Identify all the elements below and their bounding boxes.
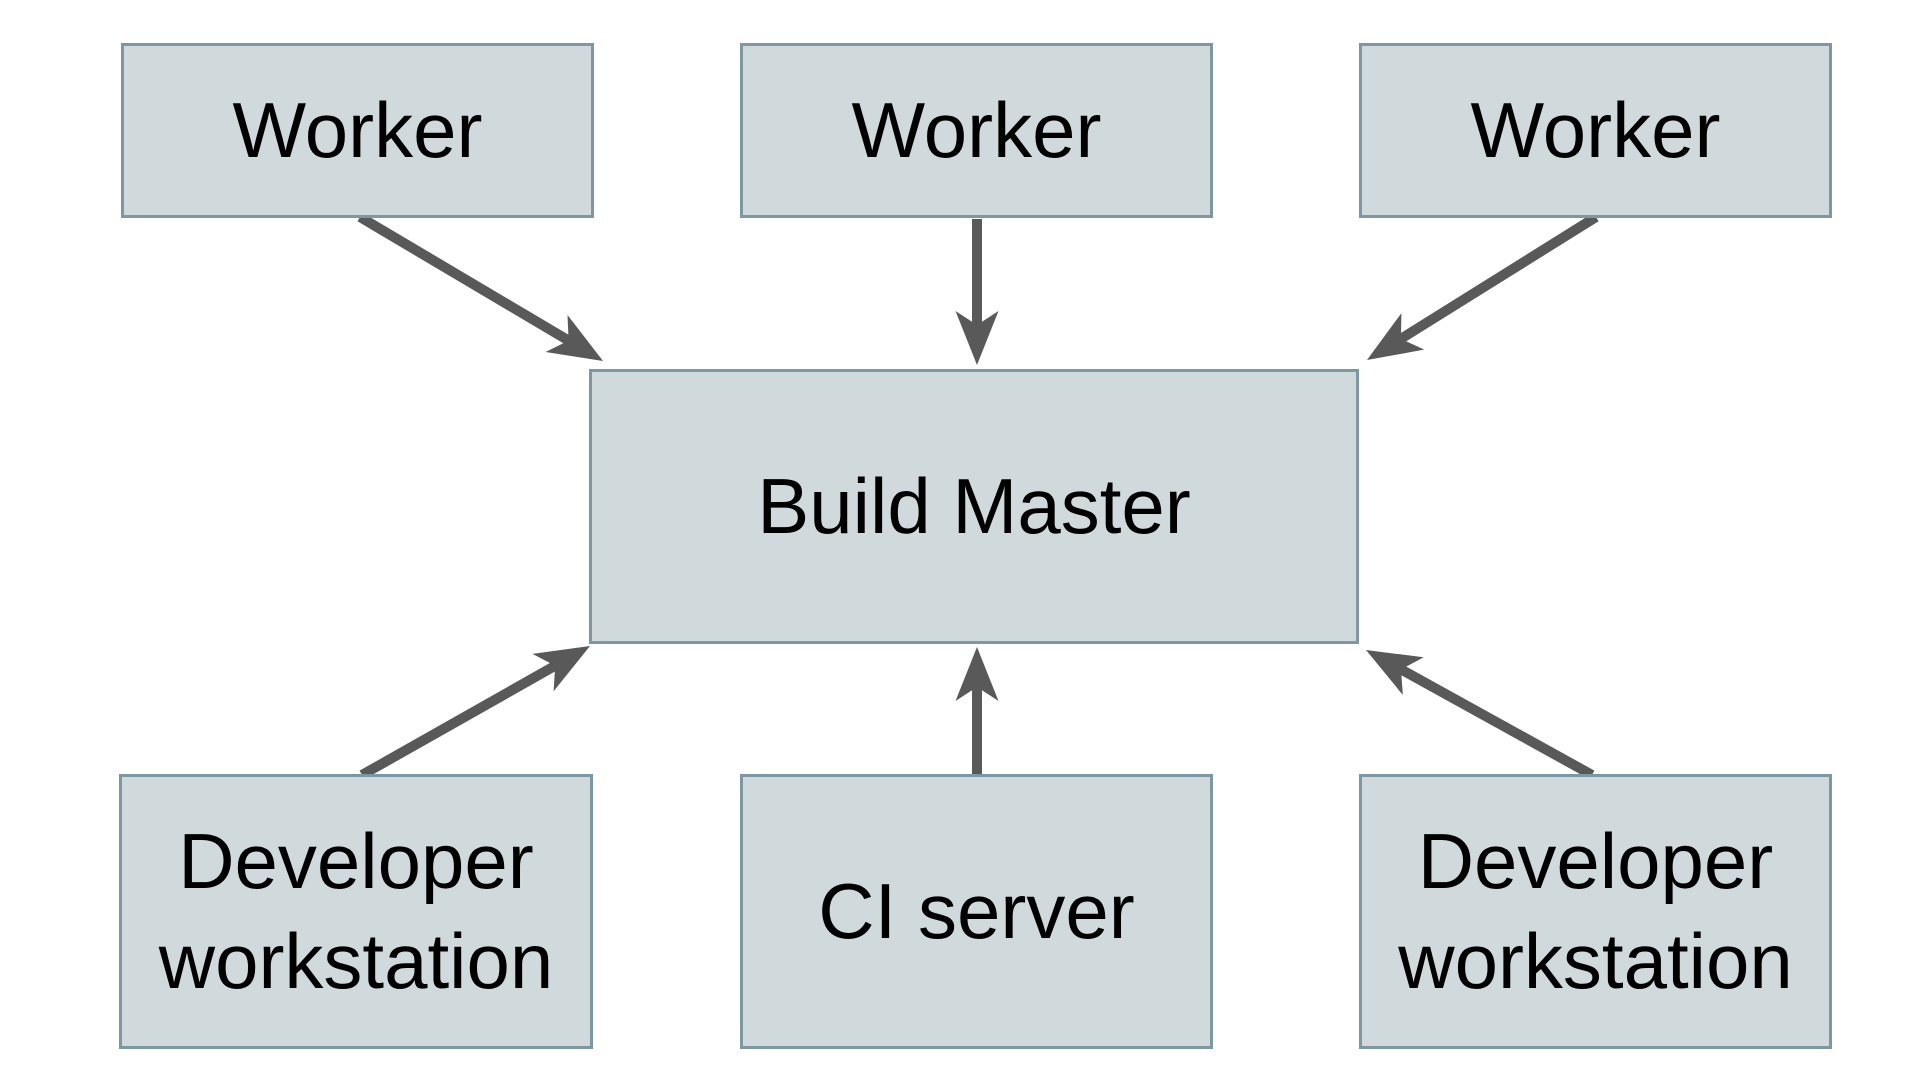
arrow-worker-3-to-build-master [1366, 212, 1599, 360]
node-label-worker-3: Worker [1470, 85, 1721, 174]
node-worker-3: Worker [1359, 43, 1832, 218]
arrow-developer-workstation-1-to-build-master [359, 646, 591, 780]
node-developer-workstation-1: Developer workstation [119, 774, 593, 1049]
arrow-developer-workstation-2-to-build-master [1366, 649, 1595, 780]
node-ci-server: CI server [740, 774, 1213, 1049]
node-label-worker-2: Worker [851, 85, 1102, 174]
arrow-worker-1-to-build-master [357, 212, 603, 362]
node-label-build-master: Build Master [757, 461, 1191, 550]
node-label-worker-1: Worker [232, 85, 483, 174]
node-developer-workstation-2: Developer workstation [1359, 774, 1832, 1049]
node-worker-1: Worker [121, 43, 594, 218]
node-label-developer-workstation-2: Developer workstation [1398, 816, 1793, 1005]
node-label-developer-workstation-1: Developer workstation [158, 816, 554, 1005]
node-worker-2: Worker [740, 43, 1213, 218]
node-label-ci-server: CI server [818, 866, 1135, 955]
node-build-master: Build Master [589, 369, 1359, 644]
